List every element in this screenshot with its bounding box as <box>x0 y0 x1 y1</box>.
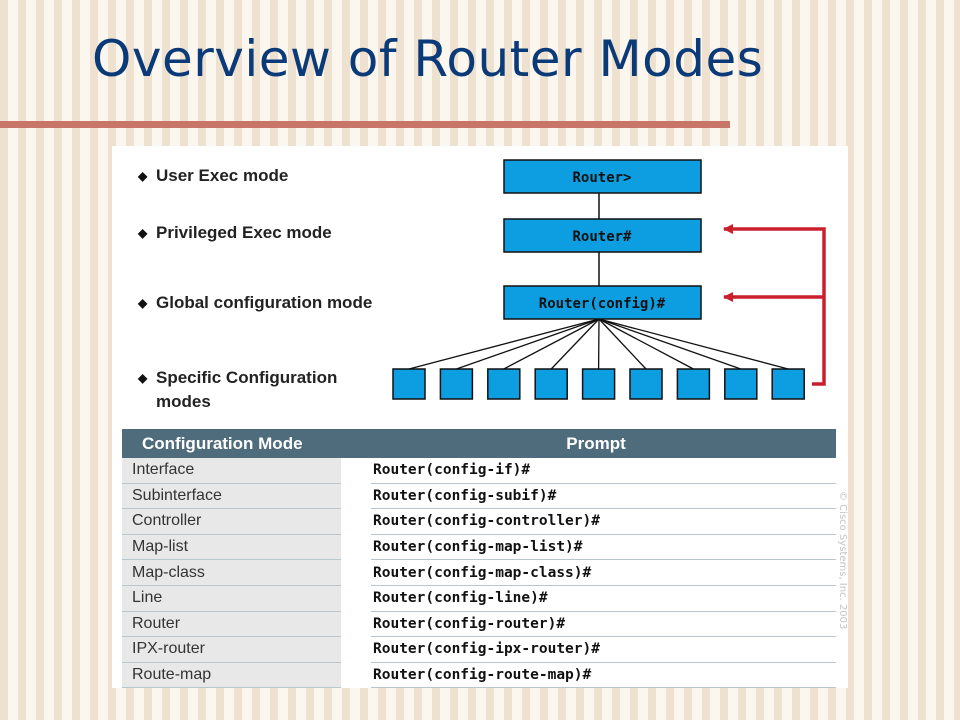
mode-label: Specific Configuration modes <box>156 368 338 411</box>
slide-title: Overview of Router Modes <box>92 30 764 88</box>
fan-out-line <box>550 318 600 370</box>
mode-label: Privileged Exec mode <box>156 223 332 242</box>
specific-mode-box <box>771 368 805 400</box>
user-exec-box <box>503 159 702 194</box>
specific-mode-boxes <box>392 368 805 400</box>
prompt-cell: Router(config-subif)# <box>356 483 836 510</box>
prompt-cell: Router(config-controller)# <box>356 508 836 535</box>
privileged-exec-prompt: Router# <box>572 229 632 245</box>
copyright-text: © Cisco Systems, Inc. 2003 <box>837 491 848 630</box>
specific-mode-box <box>676 368 711 400</box>
table-row: Map-list Router(config-map-list)# <box>122 534 836 561</box>
table-header-row: Configuration Mode Prompt <box>122 429 836 458</box>
specific-mode-box <box>534 368 568 400</box>
fan-out-line <box>598 318 647 370</box>
global-config-box <box>503 285 702 320</box>
specific-mode-box <box>629 368 663 400</box>
diamond-bullet-icon: ◆ <box>138 296 148 310</box>
specific-mode-box <box>439 368 474 400</box>
mode-cell: Controller <box>122 508 371 535</box>
user-exec-prompt: Router> <box>572 170 631 186</box>
table-row: Line Router(config-line)# <box>122 585 836 612</box>
prompt-cell: Router(config-ipx-router)# <box>356 636 836 663</box>
mode-cell: Subinterface <box>122 483 371 510</box>
table-row: Controller Router(config-controller)# <box>122 508 836 535</box>
mode-item-user-exec: ◆ User Exec mode <box>138 164 288 188</box>
fan-out-line <box>408 318 600 370</box>
specific-mode-box <box>487 368 521 400</box>
return-arrow-to-privileged <box>723 224 826 386</box>
mode-cell: Map-class <box>122 559 371 586</box>
mode-cell: Line <box>122 585 371 612</box>
fan-out-line <box>456 318 600 370</box>
mode-hierarchy-diagram: Router> Router# Router(config)# <box>392 159 826 400</box>
router-modes-figure: ◆ User Exec mode ◆ Privileged Exec mode … <box>112 146 848 688</box>
fan-out-line <box>598 318 694 370</box>
mode-cell: Route-map <box>122 662 371 688</box>
fan-out-lines <box>408 318 789 370</box>
prompt-cell: Router(config-map-class)# <box>356 559 836 586</box>
fan-out-line <box>503 318 600 370</box>
privileged-exec-box <box>503 218 702 253</box>
table-row: Router Router(config-router)# <box>122 611 836 638</box>
mode-item-global-config: ◆ Global configuration mode <box>138 291 372 315</box>
modes-list: ◆ User Exec mode ◆ Privileged Exec mode … <box>112 146 432 426</box>
fan-out-line <box>598 318 742 370</box>
mode-label: User Exec mode <box>156 166 289 185</box>
specific-mode-box <box>724 368 758 400</box>
diamond-bullet-icon: ◆ <box>138 371 148 385</box>
prompt-cell: Router(config-map-list)# <box>356 534 836 561</box>
prompt-cell: Router(config-router)# <box>356 611 836 638</box>
global-config-prompt: Router(config)# <box>539 296 666 312</box>
table-row: IPX-router Router(config-ipx-router)# <box>122 636 836 663</box>
mode-item-specific-config: ◆ Specific Configuration modes <box>138 366 337 414</box>
config-mode-table: Configuration Mode Prompt Interface Rout… <box>122 429 836 688</box>
table-row: Route-map Router(config-route-map)# <box>122 662 836 688</box>
title-underline <box>0 121 730 128</box>
table-row: Map-class Router(config-map-class)# <box>122 559 836 586</box>
table-row: Subinterface Router(config-subif)# <box>122 483 836 510</box>
diamond-bullet-icon: ◆ <box>138 169 148 183</box>
mode-cell: Interface <box>122 458 371 484</box>
mode-label: Global configuration mode <box>156 293 373 312</box>
specific-mode-box <box>581 368 616 400</box>
copyright-credit: © Cisco Systems, Inc. 2003 <box>834 491 848 681</box>
diamond-bullet-icon: ◆ <box>138 226 148 240</box>
mode-cell: Map-list <box>122 534 371 561</box>
prompt-cell: Router(config-route-map)# <box>356 662 836 688</box>
table-row: Interface Router(config-if)# <box>122 458 836 484</box>
mode-cell: Router <box>122 611 371 638</box>
header-prompt: Prompt <box>356 429 836 458</box>
prompt-cell: Router(config-if)# <box>356 458 836 484</box>
prompt-cell: Router(config-line)# <box>356 585 836 612</box>
specific-mode-box <box>392 368 426 400</box>
mode-cell: IPX-router <box>122 636 371 663</box>
mode-item-privileged-exec: ◆ Privileged Exec mode <box>138 221 332 245</box>
header-configuration-mode: Configuration Mode <box>122 429 356 458</box>
fan-out-line <box>598 318 789 370</box>
